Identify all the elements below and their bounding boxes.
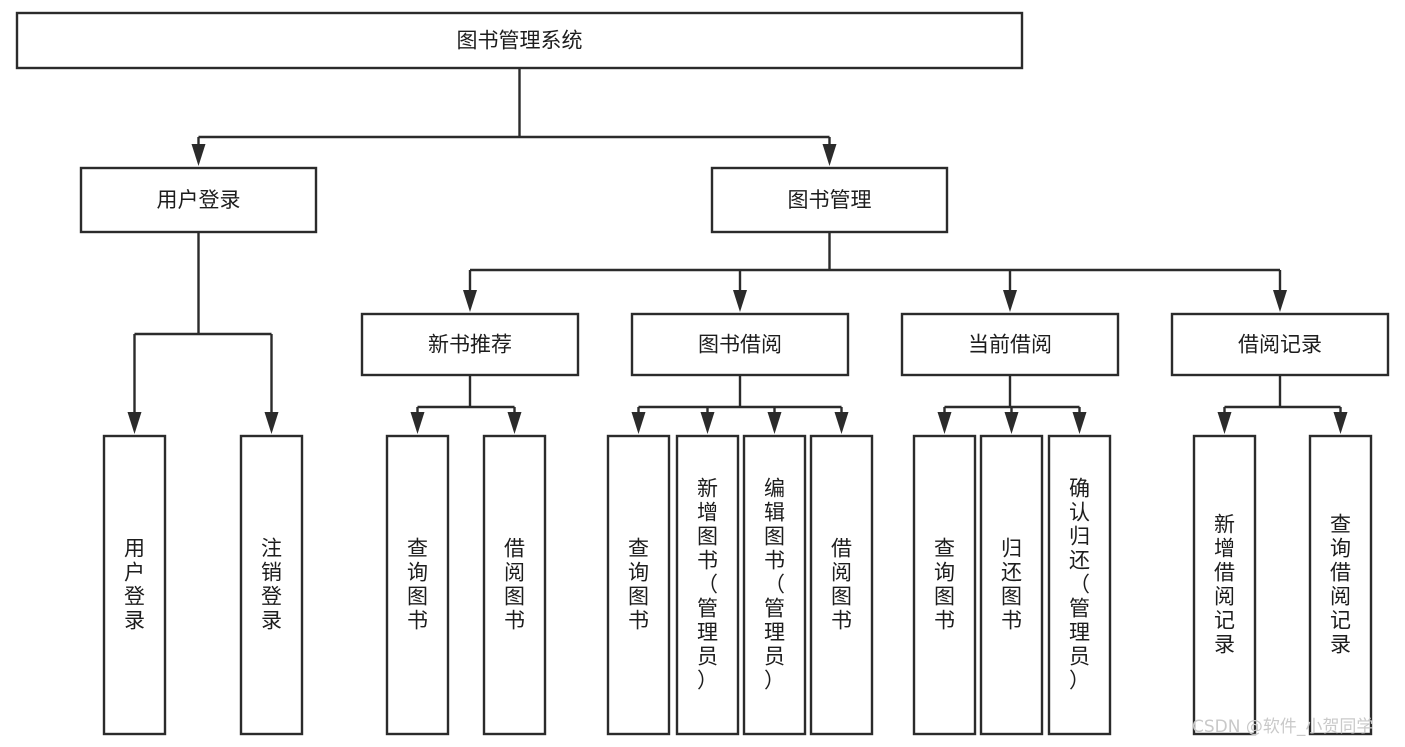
- node-label-current-borrow: 当前借阅: [968, 333, 1052, 357]
- node-label-root: 图书管理系统: [457, 29, 583, 53]
- node-leaf-query-book-recommend[interactable]: 查询图书: [385, 434, 450, 736]
- csdn-watermark: CSDN @软件_小贺同学: [1192, 717, 1373, 737]
- arrow-head-icon: [1333, 412, 1348, 434]
- node-leaf-logout[interactable]: 注销登录: [239, 434, 304, 736]
- arrow-head-icon: [822, 144, 837, 166]
- node-book-borrow[interactable]: 图书借阅: [630, 312, 850, 377]
- arrow-head-icon: [834, 412, 849, 434]
- node-box-leaf-add-borrow-record[interactable]: [1192, 434, 1257, 736]
- arrow-head-icon: [1217, 412, 1232, 434]
- arrow-head-icon: [700, 412, 715, 434]
- node-leaf-query-book-current[interactable]: 查询图书: [912, 434, 977, 736]
- arrow-head-icon: [191, 144, 206, 166]
- node-label-leaf-edit-book-admin: 编辑图书（管理员）: [764, 477, 785, 693]
- node-box-leaf-edit-book-admin[interactable]: [742, 434, 807, 736]
- node-box-book-management[interactable]: [710, 166, 949, 234]
- arrow-head-icon: [1004, 412, 1019, 434]
- node-label-leaf-borrow-book: 借阅图书: [831, 537, 852, 633]
- node-box-leaf-add-book-admin[interactable]: [675, 434, 740, 736]
- node-leaf-confirm-return-admin[interactable]: 确认归还（管理员）: [1047, 434, 1112, 736]
- node-box-new-book-recommend[interactable]: [360, 312, 580, 377]
- arrow-head-icon: [463, 290, 477, 312]
- node-box-current-borrow[interactable]: [900, 312, 1120, 377]
- node-layer: 图书管理系统用户登录图书管理新书推荐图书借阅当前借阅借阅记录用户登录注销登录查询…: [15, 11, 1390, 736]
- arrow-head-icon: [631, 412, 646, 434]
- arrow-head-icon: [1072, 412, 1087, 434]
- arrow-head-icon: [733, 290, 747, 312]
- node-label-user-login: 用户登录: [157, 188, 241, 212]
- node-box-leaf-confirm-return-admin[interactable]: [1047, 434, 1112, 736]
- node-box-leaf-return-book[interactable]: [979, 434, 1044, 736]
- node-label-book-management: 图书管理: [788, 188, 872, 212]
- node-box-leaf-query-borrow-record[interactable]: [1308, 434, 1373, 736]
- node-label-leaf-confirm-return-admin: 确认归还（管理员）: [1069, 477, 1090, 693]
- node-box-borrow-record[interactable]: [1170, 312, 1390, 377]
- node-leaf-add-borrow-record[interactable]: 新增借阅记录: [1192, 434, 1257, 736]
- node-leaf-add-book-admin[interactable]: 新增图书（管理员）: [675, 434, 740, 736]
- node-label-leaf-query-borrow-record: 查询借阅记录: [1330, 513, 1351, 657]
- node-borrow-record[interactable]: 借阅记录: [1170, 312, 1390, 377]
- node-leaf-edit-book-admin[interactable]: 编辑图书（管理员）: [742, 434, 807, 736]
- node-box-leaf-logout[interactable]: [239, 434, 304, 736]
- node-label-leaf-logout: 注销登录: [261, 537, 282, 633]
- node-box-root[interactable]: [15, 11, 1024, 70]
- node-label-book-borrow: 图书借阅: [698, 333, 782, 357]
- arrow-head-icon: [1273, 290, 1287, 312]
- node-label-borrow-record: 借阅记录: [1238, 333, 1322, 357]
- node-box-leaf-borrow-book[interactable]: [809, 434, 874, 736]
- node-label-leaf-borrow-book-recommend: 借阅图书: [504, 537, 525, 633]
- arrow-head-icon: [507, 412, 522, 434]
- node-root[interactable]: 图书管理系统: [15, 11, 1024, 70]
- node-box-leaf-borrow-book-recommend[interactable]: [482, 434, 547, 736]
- node-box-book-borrow[interactable]: [630, 312, 850, 377]
- node-label-leaf-query-book-current: 查询图书: [934, 537, 955, 633]
- node-new-book-recommend[interactable]: 新书推荐: [360, 312, 580, 377]
- arrow-head-icon: [1003, 290, 1017, 312]
- node-label-leaf-add-borrow-record: 新增借阅记录: [1214, 513, 1235, 657]
- node-box-leaf-query-book-recommend[interactable]: [385, 434, 450, 736]
- arrow-head-icon: [410, 412, 425, 434]
- connector-layer: [127, 68, 1348, 434]
- node-box-leaf-query-book-current[interactable]: [912, 434, 977, 736]
- node-label-leaf-query-book-recommend: 查询图书: [407, 537, 428, 633]
- node-current-borrow[interactable]: 当前借阅: [900, 312, 1120, 377]
- node-label-leaf-add-book-admin: 新增图书（管理员）: [697, 477, 718, 693]
- node-leaf-user-login[interactable]: 用户登录: [102, 434, 167, 736]
- arrow-head-icon: [264, 412, 279, 434]
- node-label-leaf-return-book: 归还图书: [1001, 537, 1022, 633]
- node-leaf-borrow-book[interactable]: 借阅图书: [809, 434, 874, 736]
- arrow-head-icon: [937, 412, 952, 434]
- node-label-new-book-recommend: 新书推荐: [428, 333, 512, 357]
- node-label-leaf-user-login: 用户登录: [124, 537, 145, 633]
- node-leaf-query-borrow-record[interactable]: 查询借阅记录: [1308, 434, 1373, 736]
- node-user-login[interactable]: 用户登录: [79, 166, 318, 234]
- node-leaf-query-book[interactable]: 查询图书: [606, 434, 671, 736]
- node-box-user-login[interactable]: [79, 166, 318, 234]
- node-leaf-return-book[interactable]: 归还图书: [979, 434, 1044, 736]
- node-book-management[interactable]: 图书管理: [710, 166, 949, 234]
- arrow-head-icon: [127, 412, 142, 434]
- node-box-leaf-query-book[interactable]: [606, 434, 671, 736]
- node-leaf-borrow-book-recommend[interactable]: 借阅图书: [482, 434, 547, 736]
- node-box-leaf-user-login[interactable]: [102, 434, 167, 736]
- node-label-leaf-query-book: 查询图书: [628, 537, 649, 633]
- arrow-head-icon: [767, 412, 782, 434]
